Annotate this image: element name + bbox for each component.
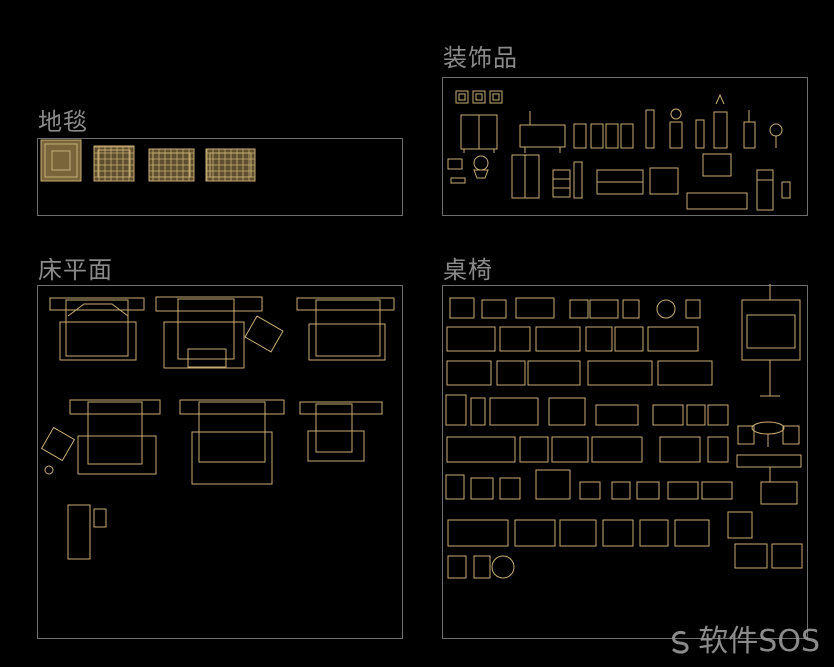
rug-4[interactable] (205, 148, 256, 182)
tables-chairs-title: 桌椅 (443, 256, 493, 284)
chair-row-5[interactable] (446, 436, 729, 463)
chair-row-1[interactable] (449, 297, 701, 319)
beds-title: 床平面 (38, 256, 113, 284)
tables-chairs-panel[interactable] (442, 285, 808, 639)
bed-2[interactable] (155, 296, 284, 369)
swirl-s-logo-icon (672, 631, 689, 654)
decor-cabinet[interactable] (460, 114, 498, 153)
round-table-set[interactable] (737, 421, 800, 447)
partition-screen[interactable] (741, 284, 801, 397)
bed-6[interactable] (299, 401, 383, 462)
vases[interactable] (645, 93, 783, 149)
bed-1[interactable] (49, 297, 145, 361)
picture-frames[interactable] (455, 90, 503, 104)
single-bed[interactable] (67, 504, 107, 560)
tall-cabinet[interactable] (756, 169, 791, 211)
dresser[interactable] (596, 167, 679, 195)
bed-3[interactable] (296, 297, 395, 361)
tables-chairs-group (445, 284, 803, 579)
potted-plant[interactable] (473, 155, 489, 179)
watermark-text: 软件SOS (698, 624, 820, 659)
bed-4[interactable] (40, 399, 161, 475)
rugs-title: 地毯 (38, 108, 88, 136)
rugs-panel[interactable] (37, 138, 403, 216)
chair-row-3[interactable] (446, 360, 713, 386)
beds-panel[interactable] (37, 285, 403, 639)
small-table-items[interactable] (447, 158, 466, 184)
rug-3[interactable] (148, 148, 195, 182)
bed-5[interactable] (179, 399, 285, 485)
chair-row-8[interactable] (447, 555, 515, 579)
shelf-unit[interactable] (552, 161, 583, 199)
rug-1[interactable] (40, 139, 82, 182)
console-table[interactable] (519, 111, 566, 153)
tv-unit[interactable] (686, 153, 748, 210)
screen-panels[interactable] (573, 123, 634, 149)
chair-row-4[interactable] (445, 394, 729, 426)
chair-row-6[interactable] (445, 469, 733, 500)
chair-row-7[interactable] (447, 511, 803, 569)
side-table-set[interactable] (736, 454, 802, 505)
beds-group (40, 296, 395, 560)
chair-row-2[interactable] (446, 326, 699, 352)
decor-items (447, 90, 791, 211)
watermark: 软件SOS (666, 625, 820, 659)
wardrobe[interactable] (511, 154, 540, 199)
decor-title: 装饰品 (443, 44, 518, 72)
decor-panel[interactable] (442, 77, 808, 216)
rug-2[interactable] (93, 145, 135, 182)
rug-group (40, 139, 256, 182)
